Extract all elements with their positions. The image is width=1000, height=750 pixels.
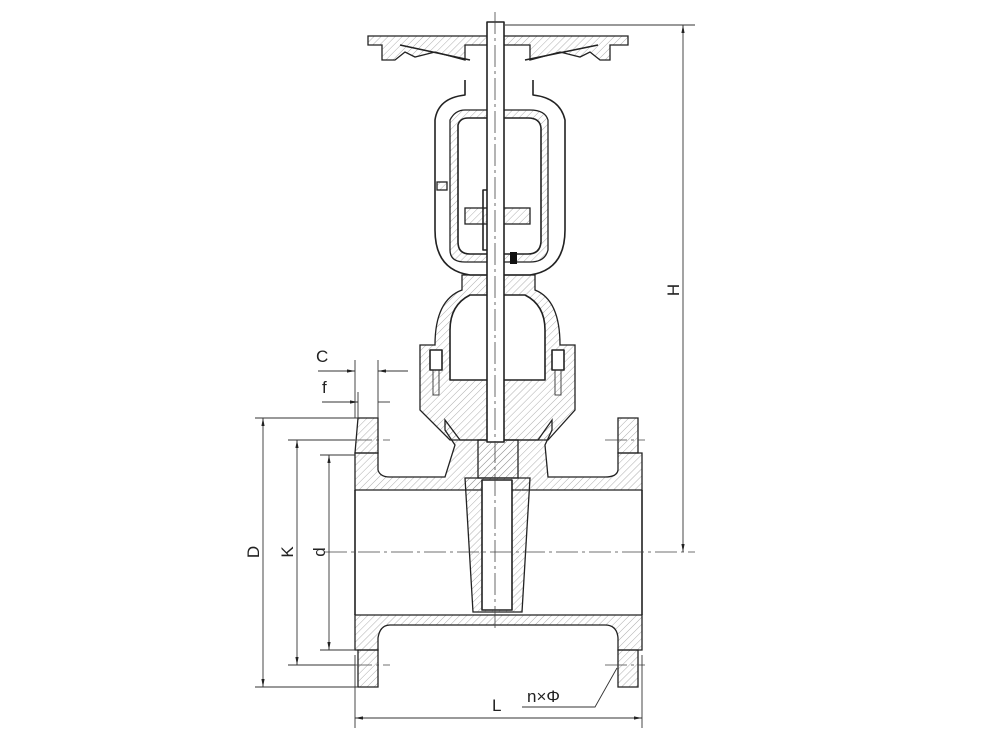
- dimensions: [255, 24, 695, 728]
- label-holes: n×Φ: [527, 687, 560, 706]
- stem: [486, 21, 505, 443]
- gate-wedge: [464, 439, 531, 613]
- label-l: L: [492, 696, 501, 715]
- label-f: f: [322, 378, 327, 397]
- label-d-outer: D: [244, 546, 263, 558]
- label-k: K: [278, 546, 297, 558]
- handwheel: [367, 35, 629, 61]
- label-h: H: [664, 284, 683, 296]
- label-d-inner: d: [310, 547, 329, 556]
- label-c: C: [316, 347, 328, 366]
